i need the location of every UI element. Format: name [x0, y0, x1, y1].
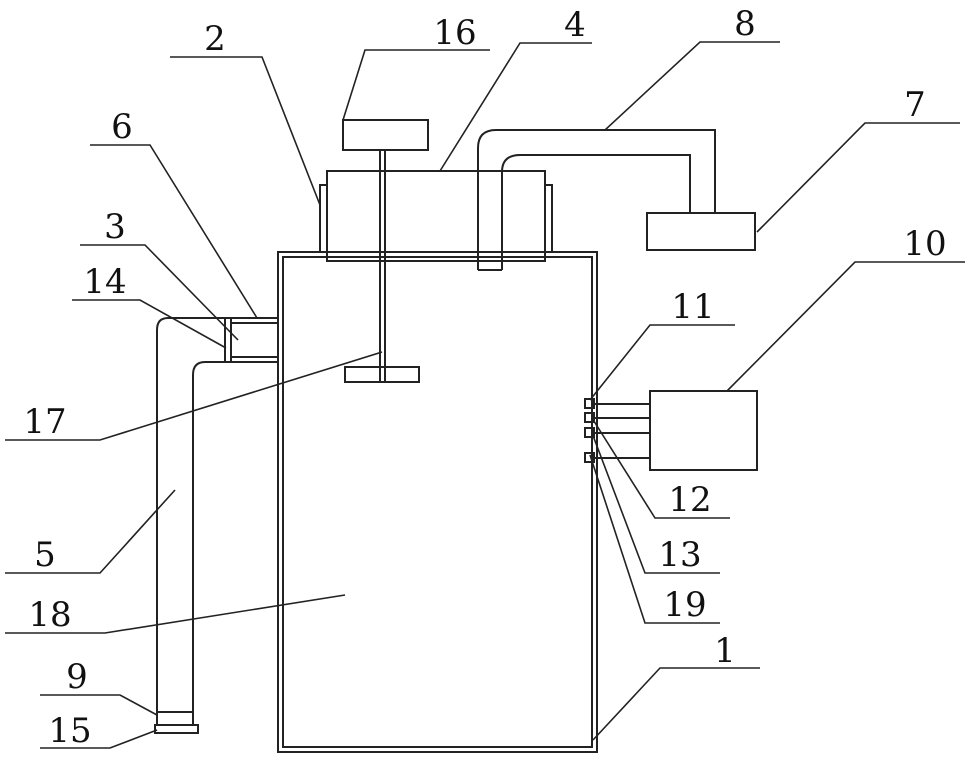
leader-lines — [5, 42, 965, 748]
label-18: 18 — [28, 595, 71, 635]
lid — [327, 171, 545, 261]
return-pipe — [157, 318, 225, 715]
label-11: 11 — [671, 287, 714, 327]
label-14: 14 — [83, 262, 126, 302]
label-9: 9 — [66, 657, 88, 697]
label-8: 8 — [734, 4, 756, 44]
valve — [157, 712, 193, 725]
flange — [320, 185, 552, 252]
controller-box — [650, 391, 757, 470]
label-4: 4 — [564, 5, 586, 45]
tank — [278, 252, 597, 752]
label-17: 17 — [23, 402, 66, 442]
label-2: 2 — [204, 19, 226, 59]
label-12: 12 — [668, 480, 711, 520]
stirring-paddle — [345, 367, 419, 382]
label-3: 3 — [104, 207, 126, 247]
motor — [343, 120, 428, 150]
side-connector — [225, 318, 278, 362]
label-6: 6 — [111, 107, 133, 147]
sensors — [585, 399, 650, 462]
outlet — [155, 725, 198, 733]
label-15: 15 — [48, 711, 91, 751]
label-1: 1 — [714, 631, 736, 671]
label-7: 7 — [904, 85, 926, 125]
label-10: 10 — [903, 224, 946, 264]
collector-box — [647, 213, 755, 250]
label-16: 16 — [433, 13, 476, 53]
label-5: 5 — [34, 535, 56, 575]
label-13: 13 — [658, 535, 701, 575]
label-19: 19 — [663, 585, 706, 625]
stirring-shaft — [380, 150, 385, 382]
